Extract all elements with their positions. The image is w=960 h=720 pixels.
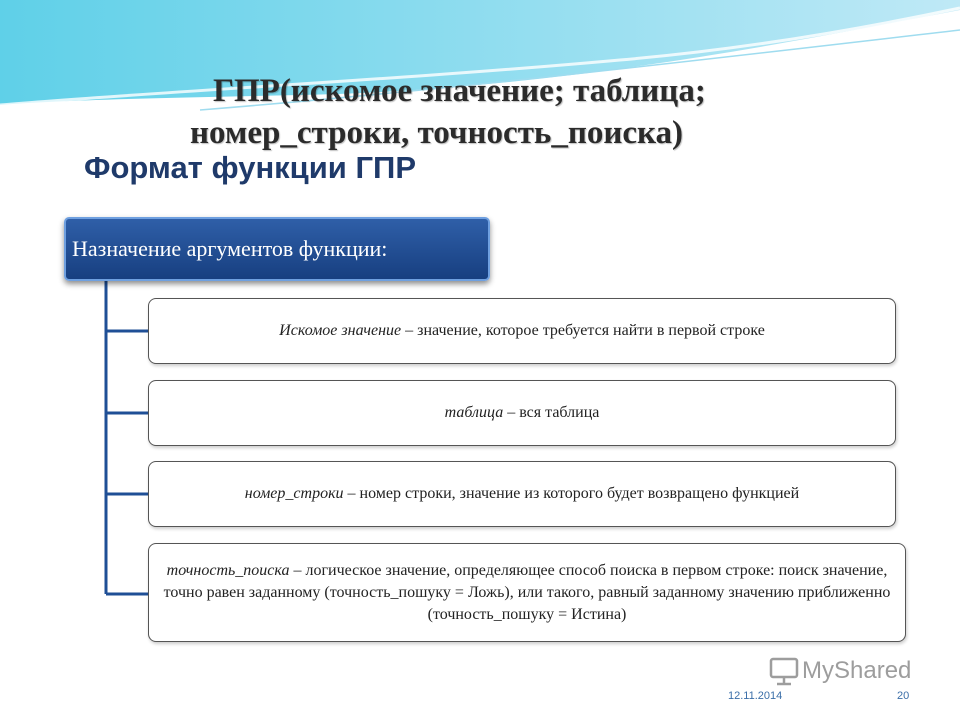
slide-heading: Формат функции ГПР — [84, 150, 416, 185]
slide-number: 20 — [897, 690, 910, 702]
watermark-logo: MyShared — [768, 656, 911, 686]
argument-node-table: таблица – вся таблица — [148, 380, 896, 446]
argument-description: – значение, которое требуется найти в пе… — [401, 322, 765, 339]
slide-date: 12.11.2014 — [728, 690, 783, 702]
argument-term: номер_строки — [244, 485, 344, 502]
argument-node-range-lookup: точность_поиска – логическое значение, о… — [148, 543, 906, 642]
decorative-wave-header — [0, 0, 960, 111]
presentation-icon — [769, 657, 799, 686]
argument-node-row-number: номер_строки – номер строки, значение из… — [148, 461, 896, 527]
argument-term: таблица — [444, 404, 504, 421]
function-syntax: ГПР(искомое значение; таблица; номер_стр… — [150, 70, 870, 154]
argument-node-lookup-value: Искомое значение – значение, которое тре… — [148, 298, 896, 364]
argument-description: – логическое значение, определяющее спос… — [163, 561, 891, 623]
syntax-line-2: номер_строки, точность_поиска) — [190, 115, 684, 151]
watermark-text: MyShared — [802, 657, 912, 684]
diagram-root-node: Назначение аргументов функции: — [64, 217, 490, 281]
root-label: Назначение аргументов функции: — [72, 236, 388, 261]
argument-description: – вся таблица — [503, 404, 600, 421]
argument-term: точность_поиска — [166, 561, 290, 579]
syntax-line-1: ГПР(искомое значение; таблица; — [213, 73, 706, 109]
argument-description: – номер строки, значение из которого буд… — [343, 485, 800, 502]
argument-term: Искомое значение — [279, 322, 402, 339]
